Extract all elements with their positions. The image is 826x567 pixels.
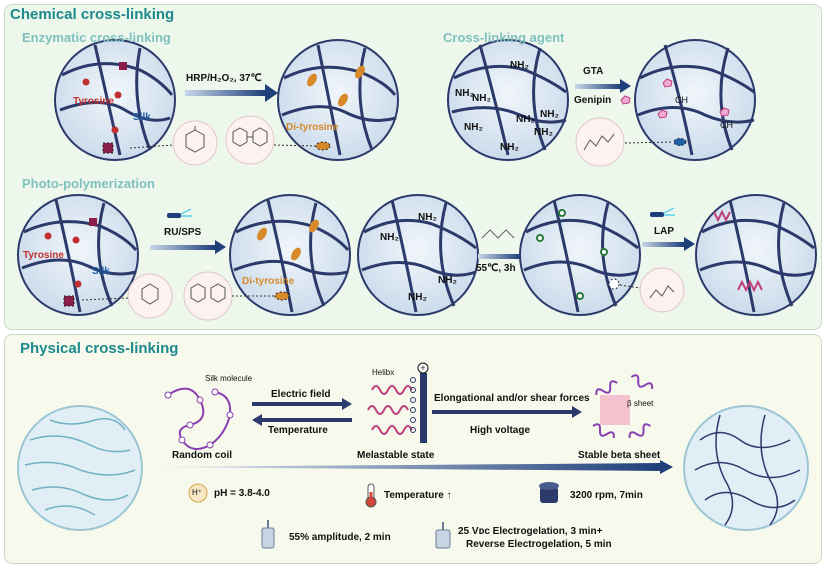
enzymatic-silk-label: Silk <box>133 112 151 123</box>
agent-before-circle <box>447 39 569 161</box>
proton-badge <box>188 483 208 503</box>
rpm-label: 3200 rpm, 7min <box>570 490 643 501</box>
temperature-arrow <box>252 414 352 426</box>
ru-sps-label: RU/SPS <box>164 227 202 238</box>
ch-label-2: CH <box>720 120 733 130</box>
nh2-label-7: NH₂ <box>540 109 559 120</box>
nh2-label-1: NH₂ <box>510 60 529 71</box>
random-coil-label: Random coil <box>172 450 233 461</box>
nh2-label-4: NH₂ <box>516 114 535 125</box>
electric-field-label: Electric field <box>271 389 331 400</box>
silk-molecule-label: Silk molecule <box>205 374 253 383</box>
random-coil-molecule <box>164 387 234 450</box>
random-coil-gel-circle <box>17 405 143 531</box>
ph-label: pH = 3.8-4.0 <box>214 488 270 499</box>
photo-nh2-label-3: NH₂ <box>438 275 457 286</box>
physical-title: Physical cross-linking <box>20 340 179 357</box>
electric-field-arrow <box>252 398 352 410</box>
photo-di-tyrosine-label: Di-tyrosine <box>242 276 295 287</box>
agent-title: Cross-linking agent <box>443 30 565 45</box>
centrifuge-icon <box>539 482 559 503</box>
enzymatic-tyrosine-label: Tyrosine <box>73 96 114 107</box>
stable-beta-label: Stable beta sheet <box>578 450 661 461</box>
photo-after-circle <box>229 194 351 316</box>
lap-label: LAP <box>654 226 674 237</box>
photo-crosslinked-circle <box>695 194 817 316</box>
nh2-label-2: NH₂ <box>455 88 474 99</box>
ch-label-1: CH <box>675 95 688 105</box>
glutaraldehyde-structure-bubble <box>575 117 673 167</box>
forces-label: Elongational and/or shear forces <box>434 393 590 404</box>
photo-before-circle <box>17 194 139 316</box>
svg-text:+: + <box>420 363 425 373</box>
thermometer-icon <box>365 483 377 508</box>
gma-structure-bubble <box>619 267 685 313</box>
photo-nh2-label-4: NH₂ <box>408 292 427 303</box>
methacrylated-circle <box>519 194 641 316</box>
nh2-label-5: NH₂ <box>464 122 483 133</box>
tyrosine-structure-bubble <box>129 120 218 166</box>
nh2-label-6: NH₂ <box>534 127 553 138</box>
metastable-helices <box>367 385 413 435</box>
agent-after-circle <box>634 39 756 161</box>
methacrylation-before-circle <box>357 194 479 316</box>
temperature-reverse-label: Temperature <box>268 425 328 436</box>
photo-di-tyrosine-bubble <box>183 271 274 321</box>
forces-arrow <box>432 406 582 418</box>
enzymatic-di-tyrosine-label: Di-tyrosine <box>286 122 339 133</box>
photo-silk-label: Silk <box>92 266 110 277</box>
enzymatic-arrow <box>185 84 278 102</box>
helix-label: Helibx <box>372 368 395 377</box>
high-voltage-label: High voltage <box>470 425 531 436</box>
beta-sheet-structure <box>592 374 654 439</box>
amplitude-label: 55% amplitude, 2 min <box>289 532 391 543</box>
chemical-title: Chemical cross-linking <box>10 6 175 23</box>
nh2-label-8: NH₂ <box>500 142 519 153</box>
physical-crosslinking-panel <box>4 334 822 564</box>
beta-sheet-gel-circle <box>683 405 809 531</box>
proton-badge-label: H⁺ <box>192 488 202 497</box>
enzymatic-title: Enzymatic cross-linking <box>22 30 171 45</box>
gta-label: GTA <box>583 66 604 77</box>
electrogelation-device-icon <box>435 522 451 549</box>
photo-nh2-label-1: NH₂ <box>418 212 437 223</box>
enzymatic-after-circle <box>277 39 399 161</box>
di-tyrosine-structure-bubble <box>225 115 317 165</box>
nh2-label-3: NH₂ <box>472 93 491 104</box>
electrogelation-label-1: 25 Vᴅᴄ Electrogelation, 3 min+ <box>458 526 603 537</box>
beta-sheet-label: β sheet <box>627 399 654 408</box>
progress-arrow <box>150 460 673 474</box>
temperature-up-label: Temperature ↑ <box>384 490 452 501</box>
enzymatic-condition: HRP/H₂O₂, 37℃ <box>186 73 262 84</box>
agent-arrow <box>575 79 631 105</box>
photo-nh2-label-2: NH₂ <box>380 232 399 243</box>
photo-tyrosine-bubble <box>81 273 173 319</box>
enzymatic-before-circle <box>54 39 176 161</box>
genipin-label: Genipin <box>574 95 612 106</box>
sonicator-icon <box>261 520 275 549</box>
lap-arrow <box>642 207 695 251</box>
photo-tyrosine-label: Tyrosine <box>23 250 64 261</box>
electrogelation-label-2: Reverse Electrogelation, 5 min <box>466 539 612 550</box>
electrode: + <box>410 362 429 443</box>
ru-sps-arrow <box>150 208 226 254</box>
metastable-label: Melastable state <box>357 450 435 461</box>
photo-title: Photo-polymerization <box>22 176 155 191</box>
gma-condition: 55℃, 3h <box>476 263 516 274</box>
